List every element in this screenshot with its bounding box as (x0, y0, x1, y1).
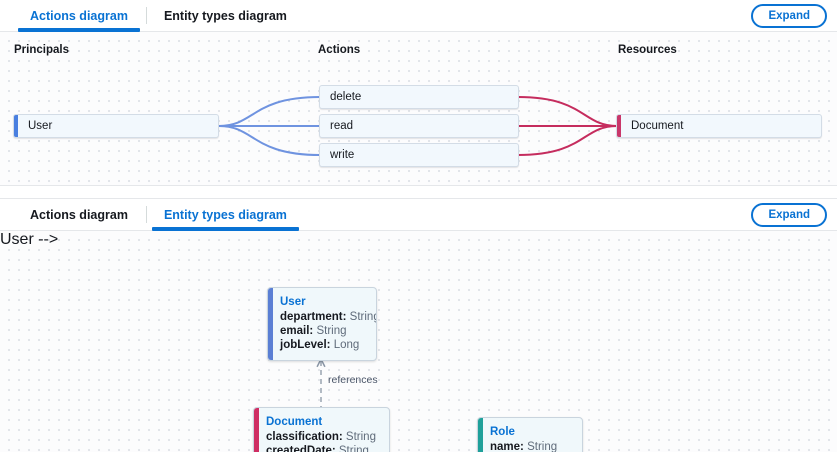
edge-label-references: references (328, 374, 378, 386)
resource-node-document[interactable]: Document (616, 114, 822, 138)
entity-name: Document (266, 416, 323, 428)
tab-actions-diagram-2[interactable]: Actions diagram (12, 199, 146, 230)
column-label-principals: Principals (14, 44, 69, 56)
attribute-type: String (338, 445, 369, 452)
attribute-type: String (345, 431, 376, 443)
entity-attribute: createdDate: String (266, 444, 379, 452)
tab-entity-types-diagram[interactable]: Entity types diagram (145, 0, 305, 31)
column-label-resources: Resources (618, 44, 677, 56)
entity-attribute: department: String (280, 310, 376, 324)
attribute-key: name (490, 441, 521, 452)
actions-diagram-canvas[interactable]: Principals Actions Resources (0, 32, 837, 185)
entity-attribute: classification: String (266, 431, 376, 443)
entity-attribute: email: String (280, 325, 347, 337)
attribute-key: classification (266, 431, 339, 443)
resource-accent-bar (617, 115, 621, 137)
action-node-label: write (330, 149, 355, 161)
action-node-delete[interactable]: delete (319, 85, 519, 109)
entity-types-diagram-canvas[interactable]: User --> references User department: Str… (0, 231, 837, 452)
entity-name: Role (490, 426, 515, 438)
edge-user-write (218, 125, 321, 156)
principal-node-label: User (28, 120, 53, 132)
resource-node-label: Document (631, 120, 684, 132)
entity-accent-bar (478, 418, 483, 452)
tab-actions-diagram[interactable]: Actions diagram (12, 0, 146, 32)
principal-accent-bar (14, 115, 18, 137)
entity-name: User (280, 296, 306, 308)
attribute-key: email (280, 325, 310, 337)
entity-card-role[interactable]: Role name: String (477, 417, 583, 452)
edge-user-delete (218, 96, 321, 127)
attribute-type: String (349, 311, 377, 323)
entity-accent-bar (254, 408, 259, 452)
column-label-actions: Actions (318, 44, 361, 56)
attribute-key: department (280, 311, 343, 323)
action-node-label: read (330, 120, 354, 132)
entity-card-user[interactable]: User department: String email: String jo… (267, 287, 377, 361)
expand-button-entities[interactable]: Expand (751, 203, 827, 227)
attribute-type: Long (333, 339, 360, 351)
entity-accent-bar (268, 288, 273, 360)
action-node-write[interactable]: write (319, 143, 519, 167)
attribute-key: createdDate (266, 445, 332, 452)
actions-diagram-panel: Actions diagram Entity types diagram Exp… (0, 0, 837, 186)
actions-panel-tabbar: Actions diagram Entity types diagram Exp… (0, 0, 837, 32)
entities-panel-tabbar: Actions diagram Entity types diagram Exp… (0, 199, 837, 231)
entity-edge-layer (316, 357, 326, 411)
attribute-type: String (316, 325, 347, 337)
entity-card-document[interactable]: Document classification: String createdD… (253, 407, 390, 452)
edge-write-document (517, 125, 618, 156)
edge-delete-document (517, 96, 618, 127)
tab-entity-types-diagram-2[interactable]: Entity types diagram (145, 199, 305, 231)
action-node-read[interactable]: read (319, 114, 519, 138)
action-node-label: delete (330, 91, 362, 103)
entity-attribute: jobLevel: Long (280, 339, 360, 351)
attribute-key: jobLevel (280, 339, 327, 351)
principal-node-user[interactable]: User (13, 114, 219, 138)
entity-attribute: name: String (490, 441, 558, 452)
entity-types-diagram-panel: Actions diagram Entity types diagram Exp… (0, 198, 837, 452)
expand-button-actions[interactable]: Expand (751, 4, 827, 28)
attribute-type: String (527, 441, 558, 452)
